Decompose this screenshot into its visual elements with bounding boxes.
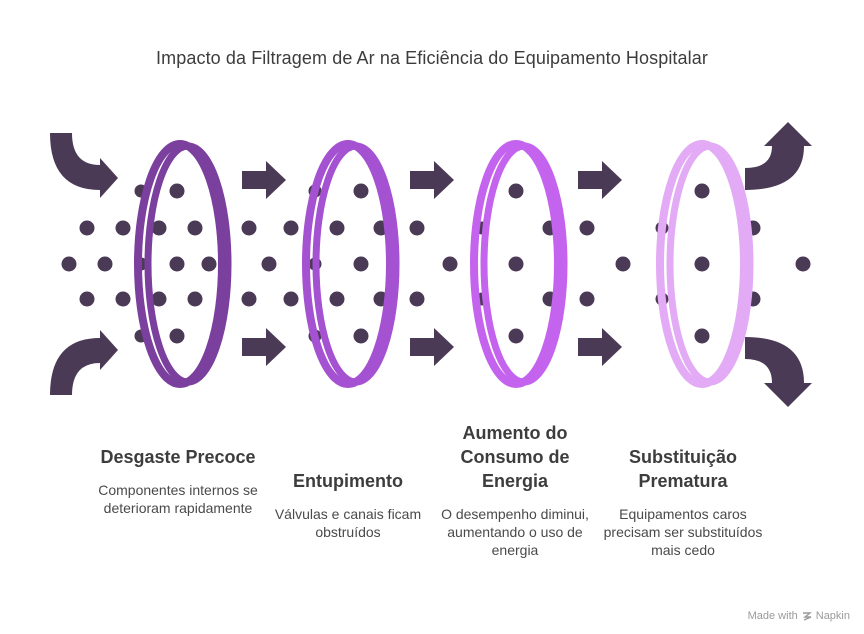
- particle-dot: [409, 291, 425, 307]
- stage-title: Substituição Prematura: [628, 447, 737, 491]
- particle-dot: [442, 256, 458, 272]
- particle-dot: [187, 291, 203, 307]
- stage-entupimento: Entupimento Válvulas e canais ficam obst…: [263, 469, 433, 541]
- particle-dot: [201, 256, 217, 272]
- entry-arrow-bottom-icon: [50, 330, 118, 395]
- particle-dot: [353, 183, 369, 199]
- filter-ring: [302, 140, 400, 388]
- stage-description: O desempenho diminui, aumentando o uso d…: [441, 506, 589, 558]
- particle-dot: [79, 220, 95, 236]
- napkin-logo-icon: [802, 612, 812, 621]
- stage-desgaste-precoce: Desgaste Precoce Componentes internos se…: [93, 445, 263, 517]
- napkin-brand-label: Napkin: [815, 610, 850, 622]
- particle-dot: [241, 291, 257, 307]
- particle-dot: [151, 220, 167, 236]
- particle-dot: [187, 220, 203, 236]
- particle-dot: [579, 220, 595, 236]
- flow-arrow-icon: [242, 328, 286, 366]
- stage-description: Válvulas e canais ficam obstruídos: [274, 506, 422, 540]
- particle-dot: [151, 291, 167, 307]
- particle-dot: [694, 256, 710, 272]
- particle-dot: [353, 256, 369, 272]
- particle-dot: [353, 328, 369, 344]
- particle-dot: [115, 220, 131, 236]
- particle-dot: [508, 183, 524, 199]
- flow-arrow-icon: [410, 328, 454, 366]
- particle-dot: [79, 291, 95, 307]
- particle-dot: [61, 256, 77, 272]
- stage-title: Desgaste Precoce: [100, 447, 256, 467]
- made-with-napkin-badge: Made with Napkin: [748, 610, 850, 622]
- particle-dot: [169, 328, 185, 344]
- particle-dot: [97, 256, 113, 272]
- stage-title: Aumento do Consumo de Energia: [460, 423, 570, 491]
- flow-arrow-icon: [410, 161, 454, 199]
- particle-dot: [694, 328, 710, 344]
- particle-dot: [169, 256, 185, 272]
- flow-arrow-icon: [242, 161, 286, 199]
- entry-arrow-top-icon: [50, 133, 118, 198]
- particle-dot: [283, 220, 299, 236]
- diagram-title: Impacto da Filtragem de Ar na Eficiência…: [156, 48, 708, 68]
- stage-description: Equipamentos caros precisam ser substitu…: [603, 506, 763, 558]
- particle-dot: [615, 256, 631, 272]
- particle-dot: [283, 291, 299, 307]
- particle-dot: [508, 328, 524, 344]
- flow-arrow-icon: [578, 328, 622, 366]
- particle-dot: [508, 256, 524, 272]
- particle-dot: [329, 291, 345, 307]
- particle-dot: [579, 291, 595, 307]
- particle-dot: [694, 183, 710, 199]
- filter-ring: [134, 140, 232, 388]
- stage-description: Componentes internos se deterioram rapid…: [98, 482, 258, 516]
- filter-ring: [656, 140, 754, 388]
- stage-substituicao-prematura: Substituição Prematura Equipamentos caro…: [598, 445, 768, 559]
- exit-arrow-top-icon: [745, 122, 812, 190]
- particle-dot: [795, 256, 811, 272]
- exit-arrow-bottom-icon: [745, 337, 812, 407]
- particle-dot: [115, 291, 131, 307]
- particle-dot: [169, 183, 185, 199]
- filter-ring: [470, 140, 568, 388]
- particle-dot: [409, 220, 425, 236]
- particle-dot: [241, 220, 257, 236]
- particle-dot: [261, 256, 277, 272]
- made-with-label: Made with: [747, 610, 798, 622]
- particle-dot: [329, 220, 345, 236]
- stage-aumento-consumo-energia: Aumento do Consumo de Energia O desempen…: [430, 421, 600, 559]
- flow-arrow-icon: [578, 161, 622, 199]
- stage-title: Entupimento: [293, 471, 403, 491]
